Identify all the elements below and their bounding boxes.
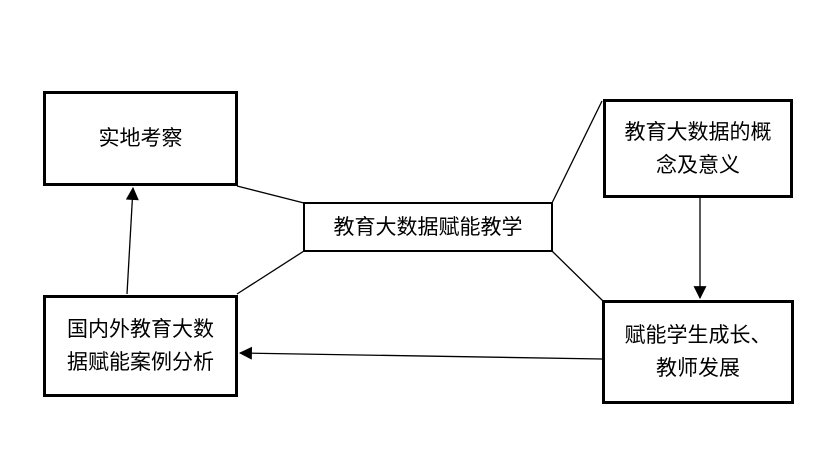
node-central-topic: 教育大数据赋能教学	[303, 202, 553, 252]
edge-center-to-bottomleft-line	[236, 250, 305, 295]
node-empower-growth: 赋能学生成长、 教师发展	[602, 300, 794, 404]
node-big-data-concept: 教育大数据的概 念及意义	[603, 99, 793, 198]
edge-center-to-topleft-line	[236, 185, 305, 204]
arrow-bottomleft-to-topleft	[125, 186, 139, 295]
edge-center-to-topright-line	[551, 100, 603, 204]
node-field-trip: 实地考察	[43, 91, 238, 186]
node-case-analysis: 国内外教育大数 据赋能案例分析	[43, 295, 238, 397]
edge-center-to-bottomright-line	[551, 250, 604, 302]
arrow-bottomright-to-bottomleft	[238, 346, 603, 360]
